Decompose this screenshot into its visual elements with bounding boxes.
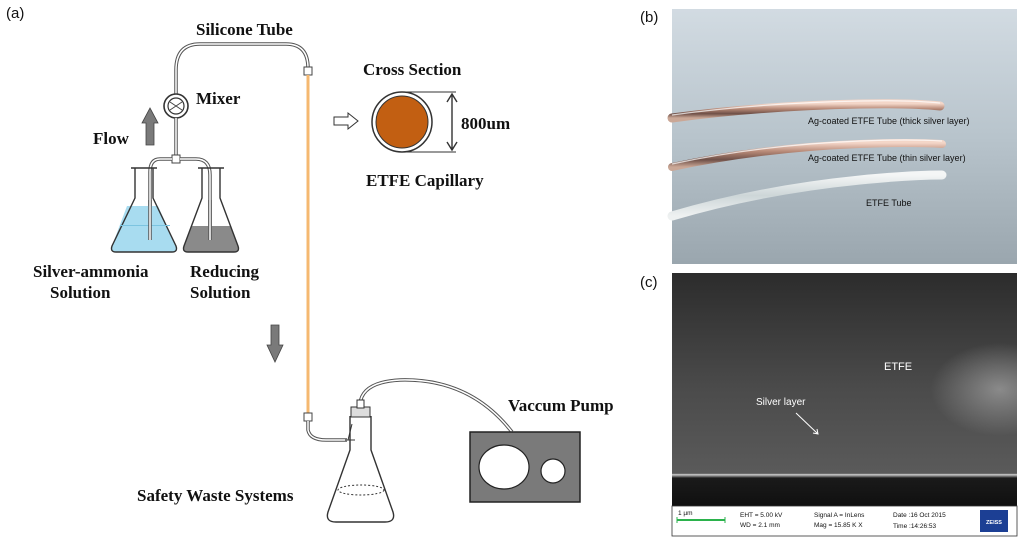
tube-thick-silver: [667, 99, 945, 123]
panel-a-label: (a): [6, 5, 24, 22]
top-connector: [303, 66, 313, 76]
scale-bar: [677, 519, 725, 521]
zeiss-logo-text: ZEISS: [986, 520, 1002, 526]
waste-label: Safety Waste Systems: [137, 486, 294, 505]
dimension-label: 800um: [461, 114, 510, 133]
panel-c-label: (c): [640, 274, 658, 291]
panel-c: (c) ETFE Silver layer 1 µm EHT = 5.00 kV…: [640, 273, 1018, 537]
tube-thick-label: Ag-coated ETFE Tube (thick silver layer): [808, 116, 970, 126]
wd-text: WD = 2.1 mm: [740, 522, 780, 529]
panel-b-label: (b): [640, 9, 658, 26]
scale-bar-label: 1 µm: [678, 510, 693, 517]
bottom-connector: [303, 412, 313, 422]
sem-silver-layer-label: Silver layer: [756, 397, 806, 408]
tube-thin-label: Ag-coated ETFE Tube (thin silver layer): [808, 153, 966, 163]
silver-ammonia-label-line1: Silver-ammonia: [33, 262, 149, 281]
tube-photo: [672, 9, 1017, 264]
vacuum-line: [358, 378, 514, 434]
panel-a: (a) Silicone Tube Mixer Flow: [6, 5, 614, 523]
waste-flask: [326, 399, 395, 523]
tube-plain-etfe: [667, 170, 947, 221]
dimension-arrow-icon: [446, 92, 458, 152]
mixer-label: Mixer: [196, 89, 241, 108]
flow-arrow-icon: [141, 107, 159, 146]
panel-b: (b) Ag-coated ETFE Tube (thick silver la…: [640, 9, 1017, 264]
vacuum-pump: [469, 431, 581, 503]
mag-text: Mag = 15.85 K X: [814, 522, 863, 529]
silver-ammonia-label-line2: Solution: [50, 283, 111, 302]
cross-section-label: Cross Section: [363, 60, 462, 79]
eht-text: EHT = 5.00 kV: [740, 512, 783, 519]
silicone-tube-label: Silicone Tube: [196, 20, 293, 39]
flow-label: Flow: [93, 129, 130, 148]
etfe-capillary-tube: [306, 75, 310, 413]
reducing-label-line2: Solution: [190, 283, 251, 302]
date-text: Date :16 Oct 2015: [893, 512, 946, 519]
sem-etfe-label: ETFE: [884, 361, 912, 373]
time-text: Time :14:26:53: [893, 523, 937, 530]
vacuum-pump-label: Vaccum Pump: [508, 396, 614, 415]
mixer: [163, 93, 189, 119]
tube-thin-silver: [668, 139, 946, 171]
tube-plain-label: ETFE Tube: [866, 198, 912, 208]
zeiss-logo: [980, 510, 1008, 532]
sem-info-bar: [671, 505, 1018, 537]
signal-text: Signal A = InLens: [814, 512, 865, 519]
etfe-capillary-label: ETFE Capillary: [366, 171, 484, 190]
cross-section-circle: [371, 91, 433, 153]
down-arrow-icon: [266, 324, 284, 363]
silver-layer-arrow-icon: [795, 412, 819, 435]
reducing-label-line1: Reducing: [190, 262, 259, 281]
pointer-arrow-icon: [333, 111, 359, 131]
t-junction: [171, 154, 181, 164]
silver-ammonia-flask: [110, 167, 178, 253]
